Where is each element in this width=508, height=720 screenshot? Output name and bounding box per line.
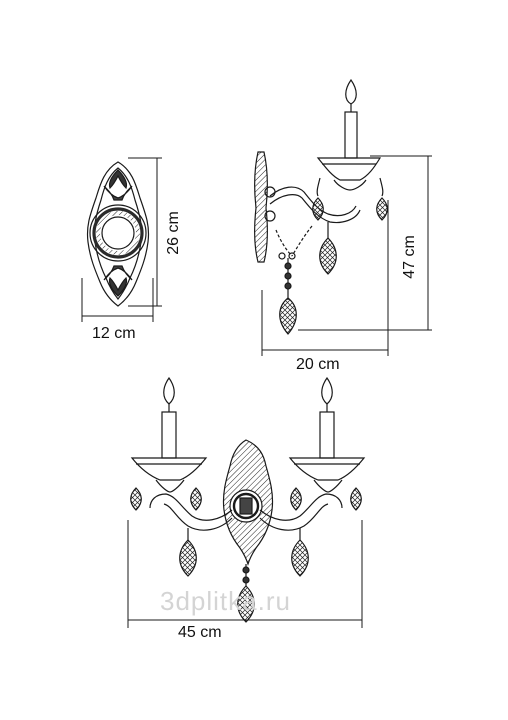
backplate-height-label: 26 cm xyxy=(164,211,182,255)
watermark: 3dplitka.ru xyxy=(160,586,291,616)
backplate-view xyxy=(86,161,150,307)
front-view xyxy=(130,376,366,623)
side-view xyxy=(254,78,388,335)
backplate-dimension-lines xyxy=(81,157,162,322)
front-dimension-lines xyxy=(127,520,363,628)
front-width-label: 45 cm xyxy=(178,624,222,641)
side-depth-label: 20 cm xyxy=(296,356,340,373)
side-height-label: 47 cm xyxy=(400,235,418,279)
backplate-width-label: 12 cm xyxy=(92,325,136,342)
side-dimension-lines xyxy=(261,155,432,356)
